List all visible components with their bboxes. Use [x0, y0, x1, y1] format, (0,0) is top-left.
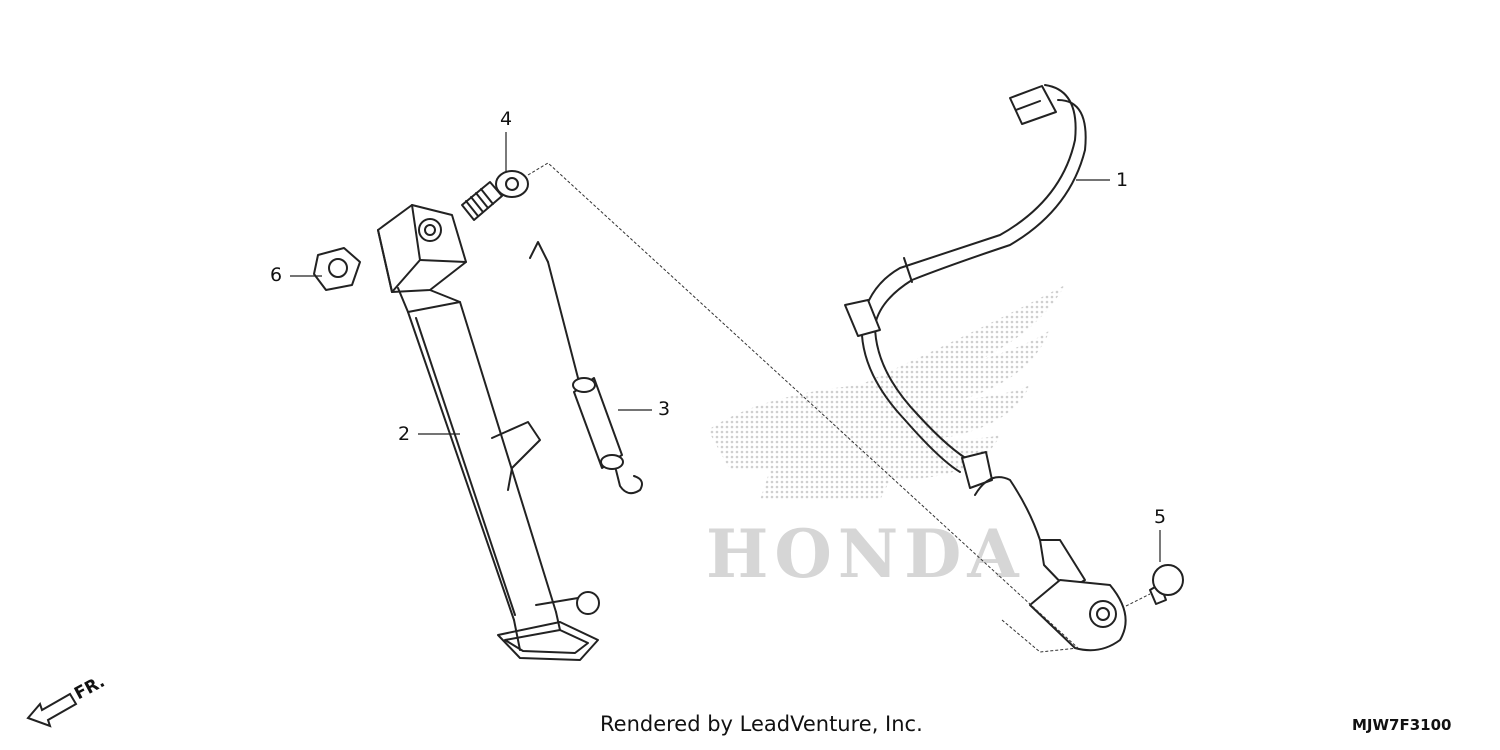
nut [313, 247, 361, 291]
callout-4: 4 [500, 108, 513, 130]
side-stand-switch [844, 84, 1127, 652]
pivot-bolt [461, 170, 529, 221]
callout-5: 5 [1154, 506, 1167, 528]
honda-watermark-text: HONDA [706, 515, 1025, 593]
diagram-code: MJW7F3100 [1352, 716, 1452, 734]
switch-bolt [1149, 564, 1184, 605]
callout-6: 6 [270, 264, 283, 286]
callout-1: 1 [1116, 169, 1129, 191]
front-direction-arrow [26, 692, 78, 728]
callout-3: 3 [658, 398, 671, 420]
render-credit: Rendered by LeadVenture, Inc. [600, 712, 923, 736]
callout-2: 2 [398, 423, 411, 445]
side-stand [377, 204, 600, 661]
spring [529, 241, 643, 495]
